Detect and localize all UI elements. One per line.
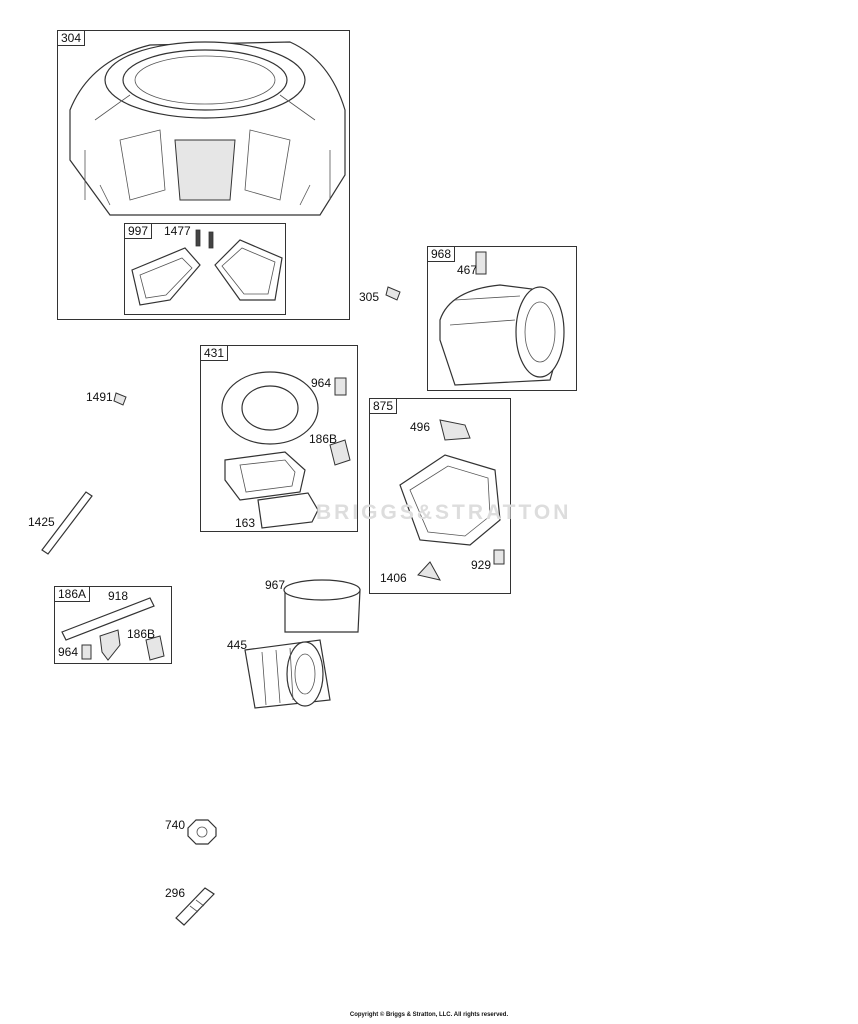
group-box-968: 968 — [427, 246, 577, 391]
callout-918: 918 — [108, 589, 129, 603]
group-label-968: 968 — [428, 247, 456, 262]
callout-1477: 1477 — [164, 224, 191, 238]
blower-housing-drawing — [69, 41, 346, 216]
group-label-997: 997 — [125, 224, 153, 239]
callout-1406: 1406 — [380, 571, 407, 585]
group-box-304: 304 — [57, 30, 350, 320]
callout-964-adapter: 964 — [311, 376, 332, 390]
callout-467: 467 — [457, 263, 478, 277]
breather-tube-drawing — [41, 491, 93, 555]
callout-186B-adapter: 186B — [309, 432, 338, 446]
group-label-875: 875 — [370, 399, 398, 414]
filter-drawings — [244, 579, 361, 709]
callout-740: 740 — [165, 818, 186, 832]
nut-and-stud-drawings — [175, 819, 217, 926]
air-cleaner-adapter-drawing — [221, 371, 351, 529]
group-box-875: 875 — [369, 398, 511, 594]
group-box-431: 431 — [200, 345, 358, 532]
fitting-kit-drawing — [61, 597, 165, 661]
callout-967: 967 — [265, 578, 286, 592]
callout-186B-kit: 186B — [127, 627, 156, 641]
group-label-431: 431 — [201, 346, 229, 361]
callout-445: 445 — [227, 638, 248, 652]
group-label-304: 304 — [58, 31, 86, 46]
watermark: BRIGGS&STRATTON — [316, 501, 572, 524]
copyright-notice: Copyright © Briggs & Stratton, LLC. All … — [349, 1012, 509, 1018]
baffle-drawing — [131, 229, 283, 306]
group-box-186A: 186A — [54, 586, 172, 664]
callout-496: 496 — [410, 420, 431, 434]
screw-drawings — [113, 286, 401, 406]
callout-1491: 1491 — [86, 390, 113, 404]
group-box-997: 997 — [124, 223, 286, 315]
callout-964-kit: 964 — [58, 645, 79, 659]
air-cleaner-cover-drawing — [439, 251, 565, 386]
callout-929: 929 — [471, 558, 492, 572]
callout-296: 296 — [165, 886, 186, 900]
group-label-186A: 186A — [55, 587, 91, 602]
callout-1425: 1425 — [28, 515, 55, 529]
callout-305: 305 — [359, 290, 380, 304]
bracket-drawing — [399, 419, 505, 581]
callout-163: 163 — [235, 516, 256, 530]
